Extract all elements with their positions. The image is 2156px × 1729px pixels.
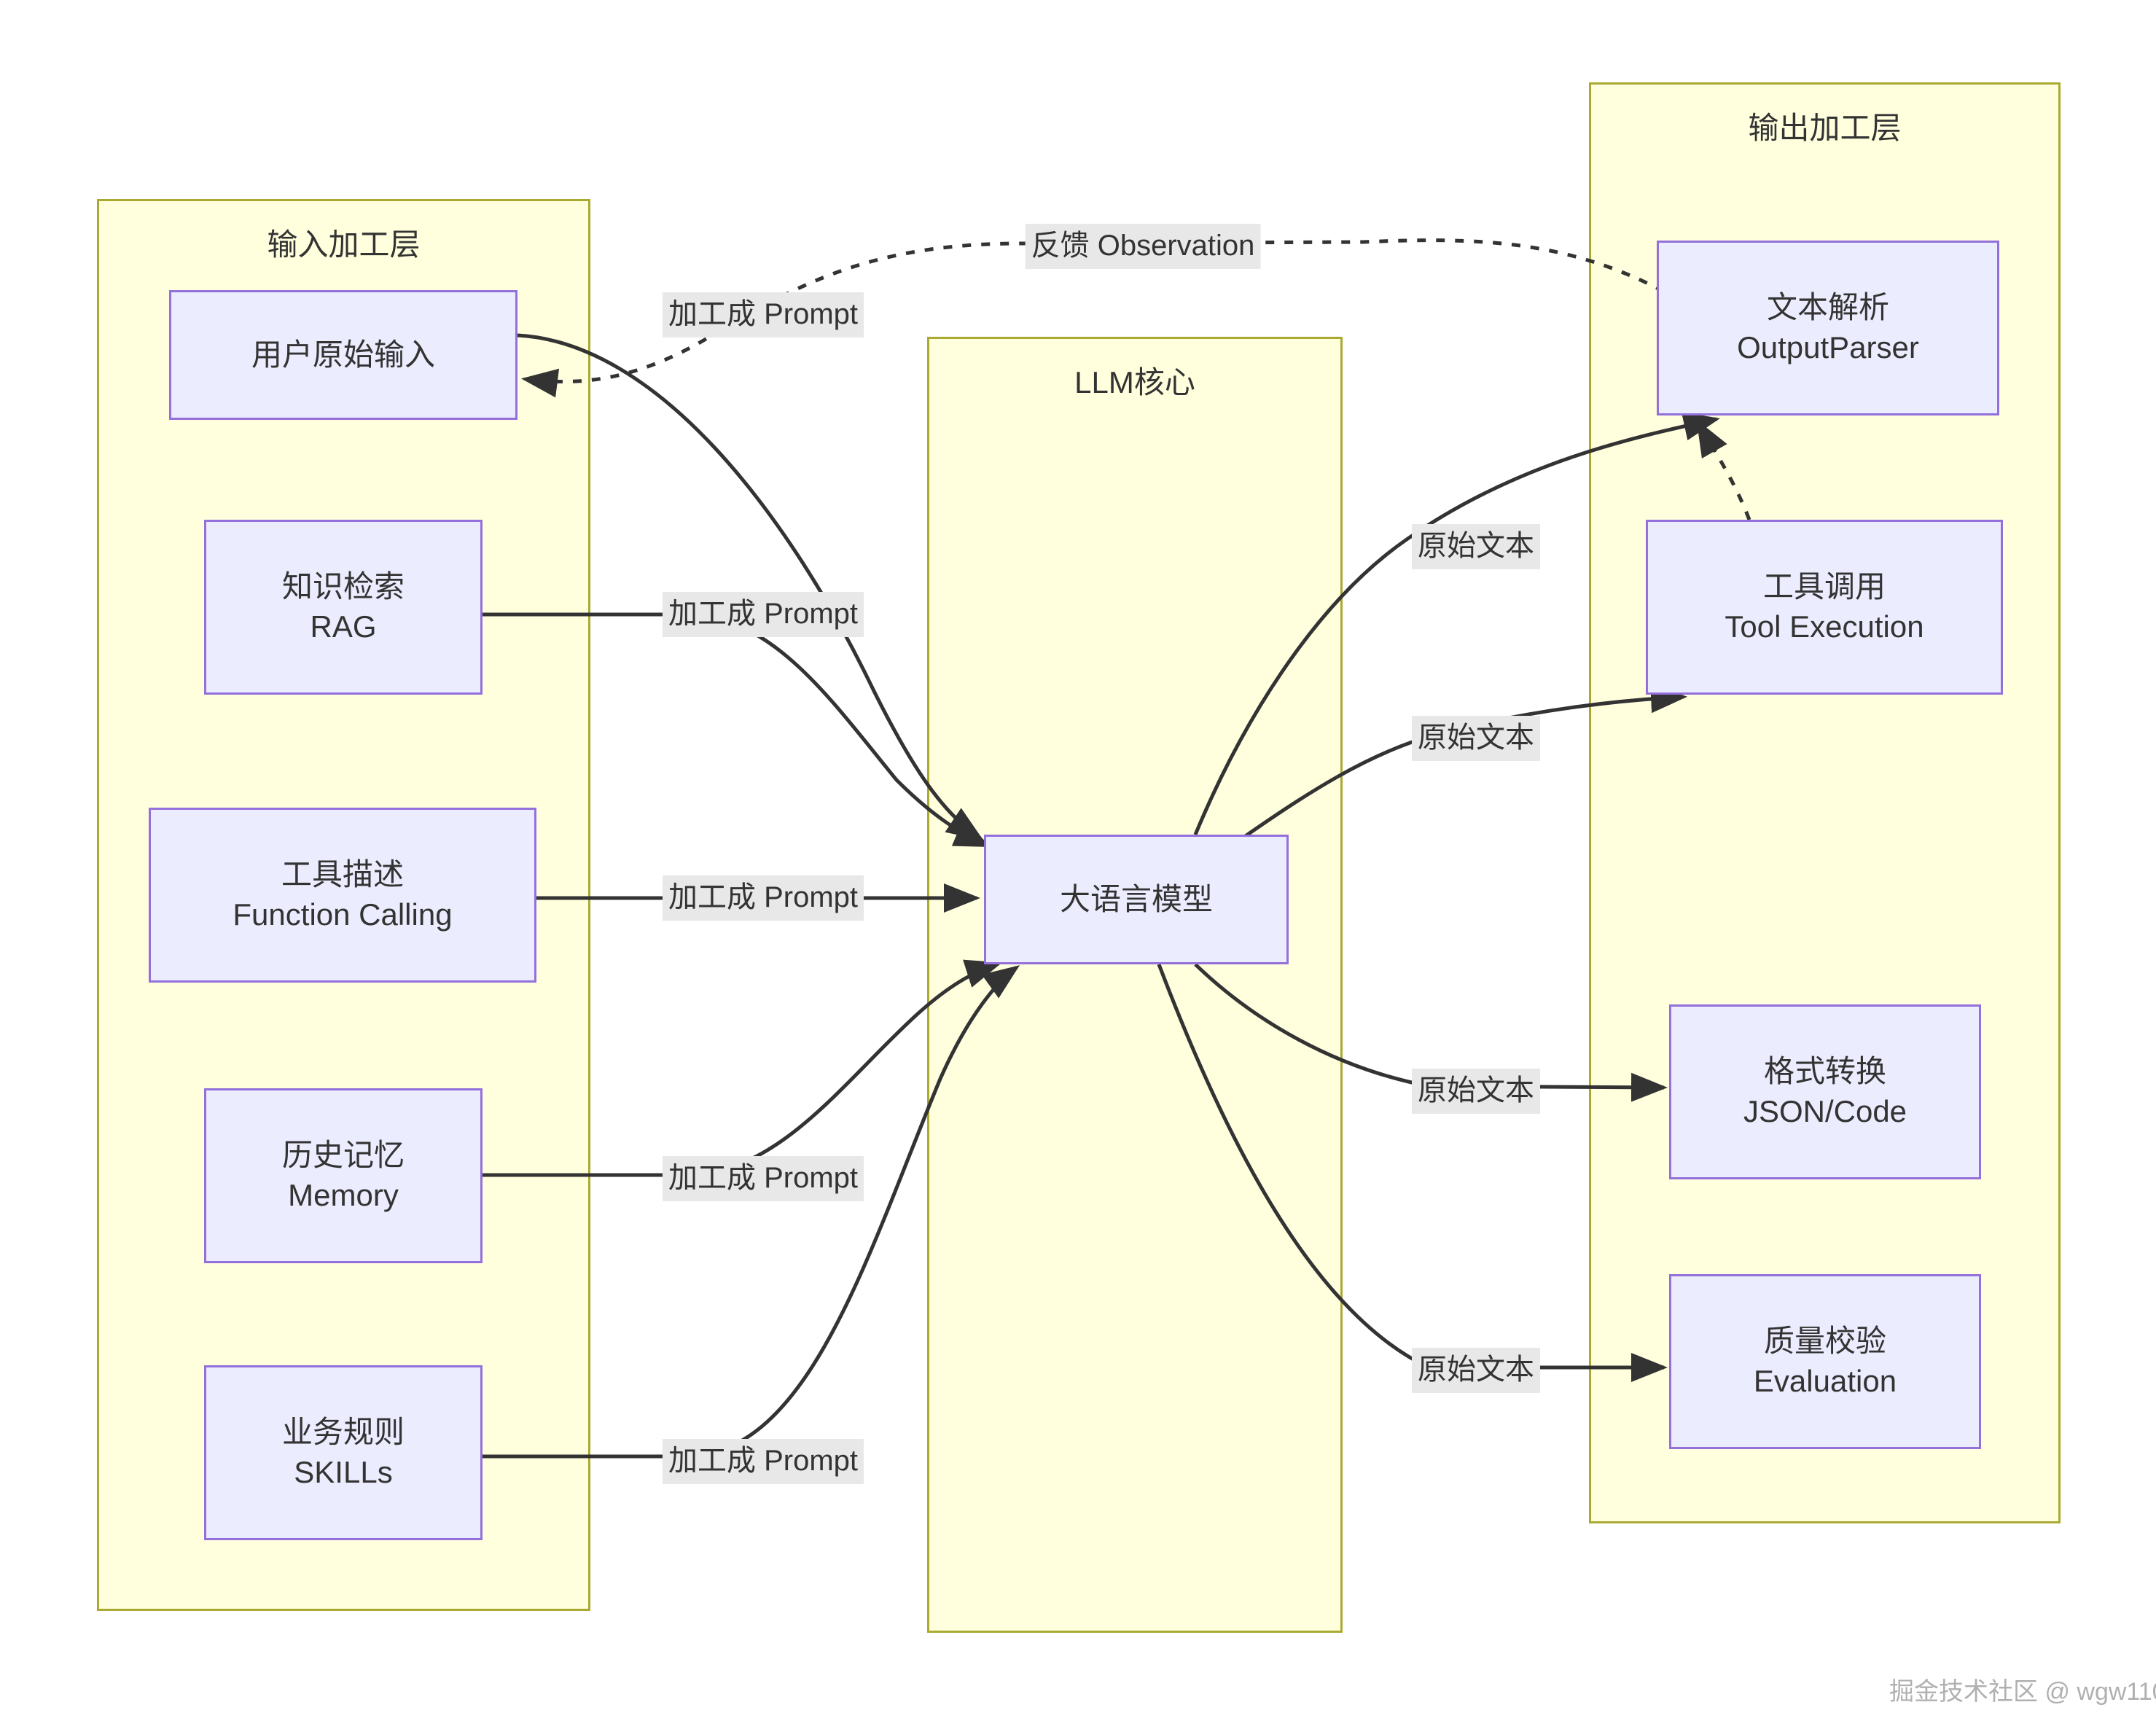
node-large-language-model[interactable]: 大语言模型	[984, 835, 1289, 964]
node-parser-line2: OutputParser	[1737, 330, 1919, 364]
node-tool-execution[interactable]: 工具调用 Tool Execution	[1646, 520, 2003, 695]
node-tool-exec-line1: 工具调用	[1762, 569, 1886, 604]
node-rag-line2: RAG	[310, 609, 377, 644]
node-evaluation-line1: 质量校验	[1763, 1324, 1886, 1359]
watermark: 掘金技术社区 @ wgw110	[1889, 1678, 2156, 1706]
edge-label-skills-to-llm: 加工成 Prompt	[662, 1439, 864, 1484]
node-tools-line2: Function Calling	[233, 897, 453, 932]
node-rag-line1: 知识检索	[281, 569, 405, 604]
node-quality-evaluation[interactable]: 质量校验 Evaluation	[1669, 1274, 1981, 1449]
edge-label-feedback-observation: 反馈 Observation	[1025, 224, 1261, 269]
edge-label-llm-to-parser: 原始文本	[1412, 524, 1540, 569]
node-format-conversion[interactable]: 格式转换 JSON/Code	[1669, 1004, 1981, 1179]
node-business-rules-skills[interactable]: 业务规则 SKILLs	[204, 1365, 483, 1540]
node-evaluation-line2: Evaluation	[1753, 1364, 1897, 1398]
edge-label-llm-to-tool-execution: 原始文本	[1412, 716, 1540, 761]
cluster-output-layer-title: 输出加工层	[1748, 111, 1902, 145]
edge-label-tools-to-llm: 加工成 Prompt	[662, 875, 864, 921]
node-memory-line2: Memory	[288, 1178, 399, 1212]
node-skills-line2: SKILLs	[294, 1455, 393, 1489]
node-tools-line1: 工具描述	[281, 857, 404, 892]
node-llm-line1: 大语言模型	[1059, 881, 1213, 916]
edge-label-user-input-to-llm: 加工成 Prompt	[662, 292, 864, 337]
node-format-line1: 格式转换	[1763, 1054, 1886, 1089]
node-tool-exec-line2: Tool Execution	[1725, 609, 1924, 644]
cluster-llm-core-title: LLM核心	[1074, 365, 1195, 399]
node-tool-description-function-calling[interactable]: 工具描述 Function Calling	[149, 808, 536, 983]
node-parser-line1: 文本解析	[1766, 290, 1889, 325]
node-output-parser[interactable]: 文本解析 OutputParser	[1657, 241, 1999, 415]
node-history-memory[interactable]: 历史记忆 Memory	[204, 1088, 483, 1263]
edge-label-llm-to-format: 原始文本	[1412, 1069, 1540, 1114]
edge-label-rag-to-llm: 加工成 Prompt	[662, 592, 864, 637]
node-format-line2: JSON/Code	[1743, 1094, 1907, 1128]
cluster-llm-core: LLM核心	[927, 337, 1343, 1633]
edge-label-memory-to-llm: 加工成 Prompt	[662, 1156, 864, 1201]
node-user-input-line1: 用户原始输入	[251, 337, 435, 372]
node-memory-line1: 历史记忆	[281, 1138, 405, 1173]
node-user-input[interactable]: 用户原始输入	[169, 290, 517, 420]
node-skills-line1: 业务规则	[281, 1415, 405, 1450]
edge-label-llm-to-evaluation: 原始文本	[1412, 1348, 1540, 1393]
cluster-input-layer-title: 输入加工层	[267, 227, 421, 262]
node-knowledge-retrieval-rag[interactable]: 知识检索 RAG	[204, 520, 483, 695]
